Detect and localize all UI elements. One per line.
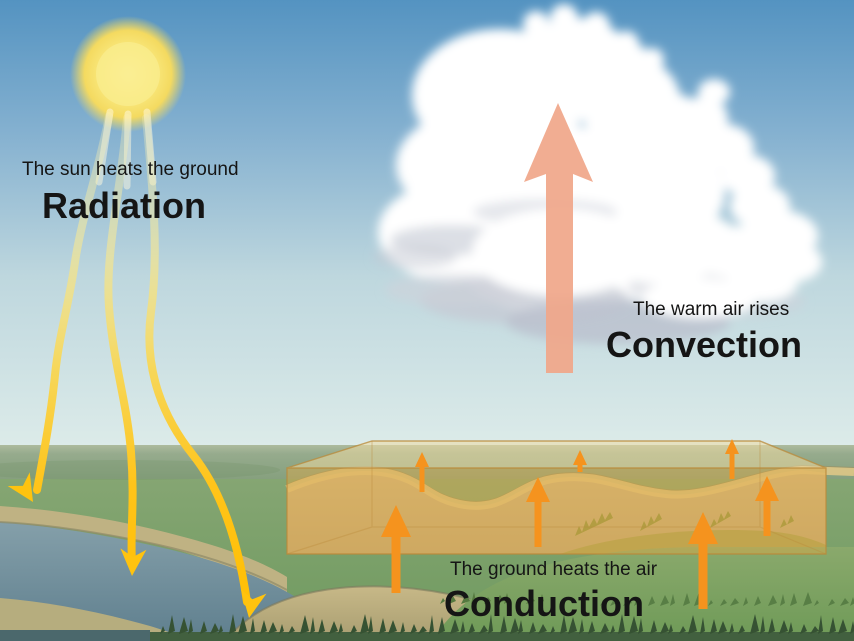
cloud-white-top [410, 116, 798, 318]
grass-texture [160, 614, 854, 634]
radiation-caption: The sun heats the ground [22, 159, 239, 180]
up-arrow-icon [526, 477, 550, 547]
foreground-hill [432, 547, 854, 641]
convection-heading: Convection [606, 324, 803, 365]
up-arrow-icon [688, 512, 718, 609]
down-arrowhead-icon [240, 589, 267, 618]
up-arrow-icon [725, 439, 739, 479]
convection-caption: The warm air rises [633, 299, 790, 320]
up-arrow-icon [415, 452, 429, 492]
air-layer-box-icon [286, 440, 827, 555]
grass-texture [600, 592, 854, 606]
convection-up-arrow-icon [524, 103, 593, 373]
sun-icon [70, 16, 186, 132]
conduction-up-arrows-icon [381, 439, 779, 609]
up-arrow-icon [573, 450, 587, 472]
conduction-heading: Conduction [444, 583, 644, 624]
grass-texture [440, 592, 544, 604]
down-arrowhead-icon [120, 548, 147, 576]
radiation-heading: Radiation [42, 185, 207, 226]
radiation-rays-icon [7, 112, 267, 618]
up-arrow-icon [755, 476, 779, 536]
bottom-strip [0, 614, 854, 641]
up-arrow-icon [381, 505, 411, 593]
conduction-caption: The ground heats the air [450, 559, 658, 580]
down-arrowhead-icon [7, 472, 33, 502]
